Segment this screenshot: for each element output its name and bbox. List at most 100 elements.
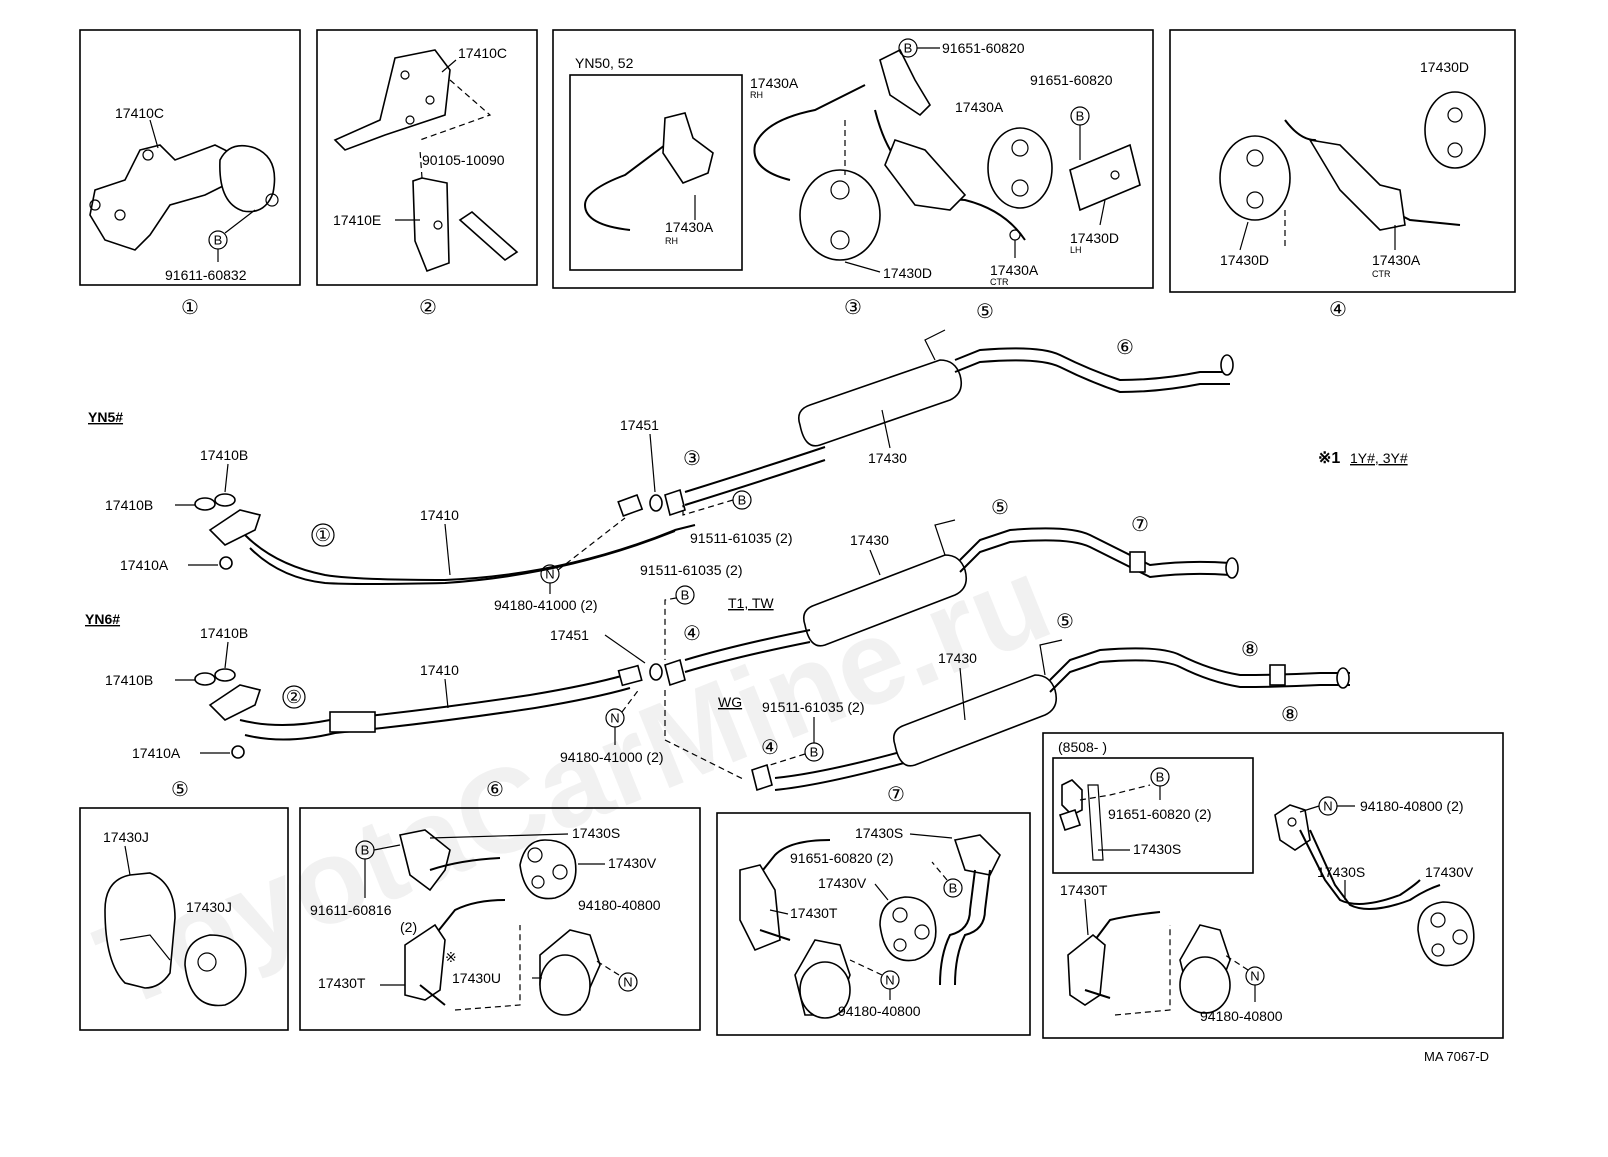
label-17410c: 17410C bbox=[458, 45, 507, 61]
n-mark: N bbox=[545, 567, 554, 582]
suffix-ctr: CTR bbox=[1372, 269, 1391, 279]
label-91651-60820: 91651-60820 (2) bbox=[790, 850, 894, 866]
label-94180-41000: 94180-41000 (2) bbox=[560, 749, 664, 765]
label-91511-61035: 91511-61035 (2) bbox=[690, 530, 792, 546]
b-mark: B bbox=[1156, 770, 1165, 785]
yn5-exhaust-assembly: YN5# 17410B 17410B 17410A 17410 17451 17… bbox=[88, 301, 1234, 613]
b-mark: B bbox=[361, 843, 370, 858]
circle-2: ② bbox=[286, 687, 302, 707]
label-17410a: 17410A bbox=[132, 745, 181, 761]
circle-4: ④ bbox=[761, 737, 779, 759]
variant-wg: WG bbox=[718, 694, 742, 710]
label-17410b: 17410B bbox=[200, 625, 248, 641]
label-17430d: 17430A bbox=[955, 99, 1004, 115]
label-94180-40800: 94180-40800 bbox=[838, 1003, 921, 1019]
suffix-rh: RH bbox=[750, 90, 763, 100]
n-mark: N bbox=[885, 973, 894, 988]
variant-yn6: YN6# bbox=[85, 611, 120, 627]
star-mark: ※ bbox=[445, 949, 457, 965]
label-17430: 17430 bbox=[938, 650, 977, 666]
label-91651-60820: 91651-60820 (2) bbox=[1108, 806, 1212, 822]
b-mark: B bbox=[904, 41, 913, 56]
label-17430d: 17430D bbox=[1220, 252, 1269, 268]
variant-t1-tw: T1, TW bbox=[728, 595, 774, 611]
label-17430s: 17430S bbox=[855, 825, 903, 841]
label-qty-2: (2) bbox=[400, 919, 417, 935]
label-17430j: 17430J bbox=[186, 899, 232, 915]
suffix-lh: LH bbox=[1070, 245, 1082, 255]
b-mark: B bbox=[949, 881, 958, 896]
detail-box-1: 17410C B 91611-60832 ① bbox=[79, 29, 301, 319]
label-91611-60816: 91611-60816 bbox=[310, 902, 392, 918]
label-17430t: 17430T bbox=[790, 905, 838, 921]
box-number-4: ④ bbox=[1329, 299, 1347, 321]
yn6-exhaust-assembly: YN6# 17410B 17410B 17410A 17410 17451 B … bbox=[85, 562, 742, 765]
circle-1: ① bbox=[315, 525, 331, 545]
label-17430: 17430 bbox=[868, 450, 907, 466]
label-17430u: 17430U bbox=[452, 970, 501, 986]
label-91651-60820: 91651-60820 bbox=[942, 40, 1025, 56]
label-17430v: 17430V bbox=[818, 875, 867, 891]
label-94180-41000: 94180-41000 (2) bbox=[494, 597, 598, 613]
label-94180-40800: 94180-40800 (2) bbox=[1360, 798, 1464, 814]
label-17410b: 17410B bbox=[105, 672, 153, 688]
label-17430s: 17430S bbox=[1317, 864, 1365, 880]
detail-box-2: 17410C 90105-10090 17410E ② bbox=[316, 29, 538, 319]
circle-5: ⑤ bbox=[1056, 611, 1074, 633]
circle-5: ⑤ bbox=[976, 301, 994, 323]
suffix-rh: RH bbox=[665, 236, 678, 246]
box-number-2: ② bbox=[419, 297, 437, 319]
label-17430: 17430 bbox=[850, 532, 889, 548]
label-91511-61035: 91511-61035 (2) bbox=[762, 699, 864, 715]
legend-note-text: 1Y#, 3Y# bbox=[1350, 450, 1408, 466]
n-mark: N bbox=[610, 711, 619, 726]
b-mark: B bbox=[681, 588, 690, 603]
circle-6: ⑥ bbox=[1116, 337, 1134, 359]
n-mark: N bbox=[623, 975, 632, 990]
detail-box-5: ⑤ 17430J 17430J bbox=[79, 779, 289, 1031]
suffix-ctr: CTR bbox=[990, 277, 1009, 287]
label-17410b: 17410B bbox=[200, 447, 248, 463]
wg-exhaust-assembly: WG 17430 91511-61035 (2) B ④ ⑤ ⑧ ⑧ bbox=[664, 611, 1350, 792]
t1-tw-exhaust-assembly: 17430 T1, TW ⑤ ⑦ bbox=[684, 497, 1239, 673]
b-mark: B bbox=[214, 233, 223, 248]
label-17410: 17410 bbox=[420, 662, 459, 678]
box-number-6: ⑥ bbox=[486, 779, 504, 801]
label-17451: 17451 bbox=[550, 627, 589, 643]
label-91651-60820: 91651-60820 bbox=[1030, 72, 1113, 88]
label-17430a-ctr: 17430A bbox=[990, 262, 1039, 278]
b-mark: B bbox=[810, 745, 819, 760]
label-17430v: 17430V bbox=[608, 855, 657, 871]
box-number-1: ① bbox=[181, 297, 199, 319]
box-number-7: ⑦ bbox=[887, 784, 905, 806]
date-range: (8508- ) bbox=[1058, 739, 1107, 755]
b-mark: B bbox=[738, 493, 747, 508]
label-91511-61035: 91511-61035 (2) bbox=[640, 562, 742, 578]
label-17430a-ctr: 17430A bbox=[1372, 252, 1421, 268]
variant-yn50-52: YN50, 52 bbox=[575, 55, 634, 71]
label-17430d: 17430D bbox=[883, 265, 932, 281]
circle-5: ⑤ bbox=[991, 497, 1009, 519]
circle-3: ③ bbox=[683, 448, 701, 470]
label-94180-40800: 94180-40800 bbox=[578, 897, 661, 913]
label-17430j: 17430J bbox=[103, 829, 149, 845]
detail-box-8: (8508- ) B 91651-60820 (2) 17430S N 9418… bbox=[1042, 732, 1504, 1039]
label-17430a-lh: 17430D bbox=[1070, 230, 1119, 246]
label-17410a: 17410A bbox=[120, 557, 169, 573]
detail-box-7: ⑦ 17430T 17430V 17430S 91651-60820 (2) B… bbox=[716, 784, 1031, 1036]
label-17410e: 17410E bbox=[333, 212, 381, 228]
circle-8: ⑧ bbox=[1241, 639, 1259, 661]
label-17410c: 17410C bbox=[115, 105, 164, 121]
label-91611-60832: 91611-60832 bbox=[165, 267, 247, 283]
variant-yn5: YN5# bbox=[88, 409, 123, 425]
label-17451: 17451 bbox=[620, 417, 659, 433]
n-mark: N bbox=[1323, 799, 1332, 814]
label-17430t: 17430T bbox=[1060, 882, 1108, 898]
label-17430d: 17430D bbox=[1420, 59, 1469, 75]
detail-box-6: ⑥ 17430S B 91611-60816 (2) 17430V ※ 1743… bbox=[299, 779, 701, 1031]
label-17430a-rh: 17430A bbox=[750, 75, 799, 91]
label-17430t: 17430T bbox=[318, 975, 366, 991]
label-17430s: 17430S bbox=[572, 825, 620, 841]
